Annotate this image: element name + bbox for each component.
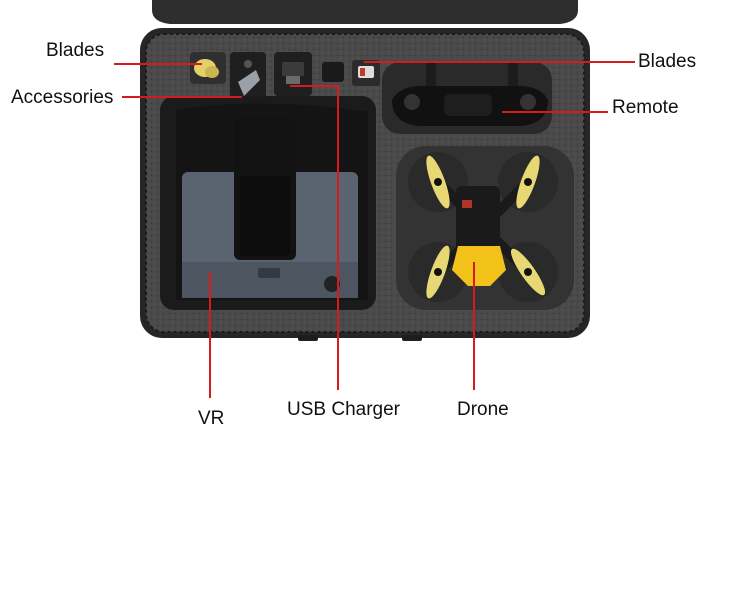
label-drone: Drone: [457, 399, 509, 420]
label-accessories: Accessories: [11, 87, 114, 108]
remote-controller-icon: [382, 62, 552, 134]
label-usb-charger: USB Charger: [287, 399, 400, 420]
usb-charger-compartment: [274, 52, 312, 96]
blades-compartment-left: [190, 52, 226, 84]
blades-compartment-right: [352, 60, 380, 86]
label-blades-right: Blades: [638, 51, 697, 72]
label-vr: VR: [198, 408, 225, 429]
leader-line-usb-charger: [290, 85, 339, 390]
leader-lines: [114, 61, 635, 398]
vr-headset-icon: [160, 96, 376, 310]
drone-icon: [396, 146, 574, 310]
label-remote: Remote: [612, 97, 679, 118]
small-compartment: [322, 62, 344, 82]
accessories-compartment: [230, 52, 266, 104]
case-lid: [152, 0, 578, 24]
label-blades-left: Blades: [46, 40, 105, 61]
